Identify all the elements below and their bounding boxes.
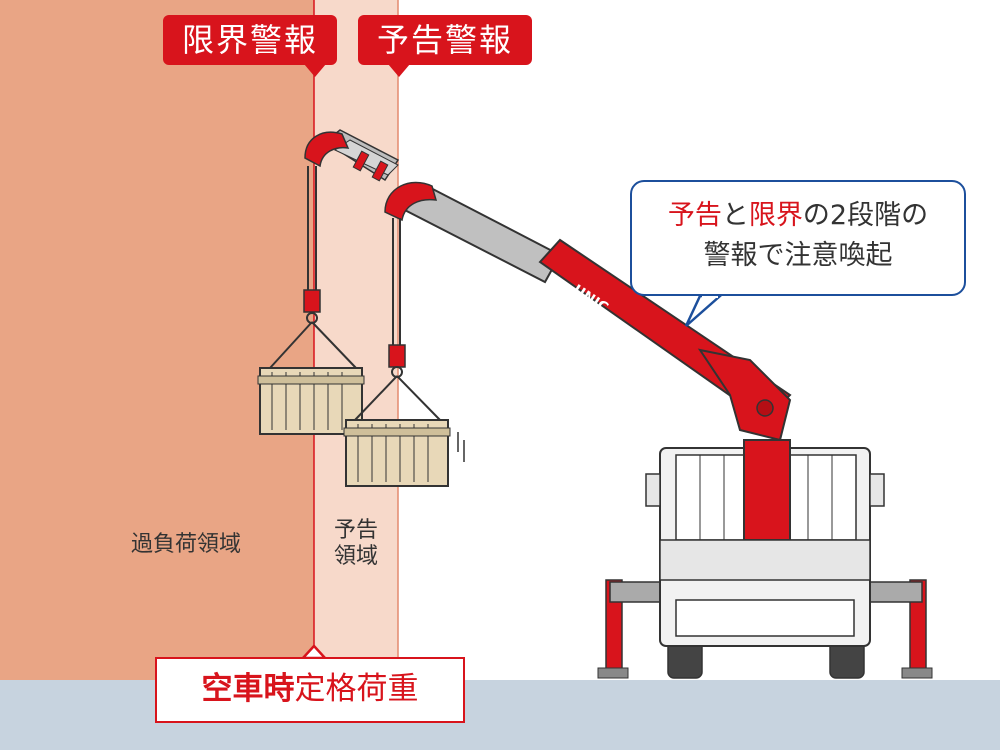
callout-red-limit: 限界 [748, 200, 803, 231]
warning-alarm-label: 予告警報 [358, 15, 532, 77]
ground [0, 680, 1000, 750]
load-crate-warning [343, 419, 465, 487]
overload-zone-text: 過負荷領域 [130, 532, 241, 557]
callout-mid: と [721, 200, 749, 231]
rated-load-label: 空車時定格荷重 [155, 657, 465, 723]
callout-pointer [684, 294, 724, 327]
callout-rest: の2段階の [802, 200, 929, 231]
warning-alarm-text: 予告警報 [376, 21, 513, 59]
overload-zone [0, 0, 314, 680]
limit-alarm-label: 限界警報 [163, 15, 337, 77]
limit-alarm-text: 限界警報 [181, 21, 318, 59]
crane-truck [597, 439, 933, 679]
overload-zone-label: 過負荷領域 [116, 532, 256, 558]
warning-alarm-pointer [388, 64, 410, 77]
rated-load-bold-text: 空車時 [201, 671, 295, 707]
warning-zone [314, 0, 398, 680]
boom-limit-position [269, 129, 400, 369]
rated-load-rest-text: 定格荷重 [294, 671, 419, 707]
warning-zone-text-line1: 予告 [333, 518, 378, 543]
callout-line1: 予告と限界の2段階の [632, 196, 964, 236]
callout-bubble: 予告と限界の2段階の 警報で注意喚起 [630, 180, 966, 296]
warning-zone-text-line2: 領域 [333, 544, 378, 569]
callout-line2: 警報で注意喚起 [703, 240, 893, 271]
callout-red-warning: 予告 [667, 200, 722, 231]
limit-alarm-pointer [304, 64, 326, 77]
warning-zone-label: 予告 領域 [320, 518, 392, 570]
